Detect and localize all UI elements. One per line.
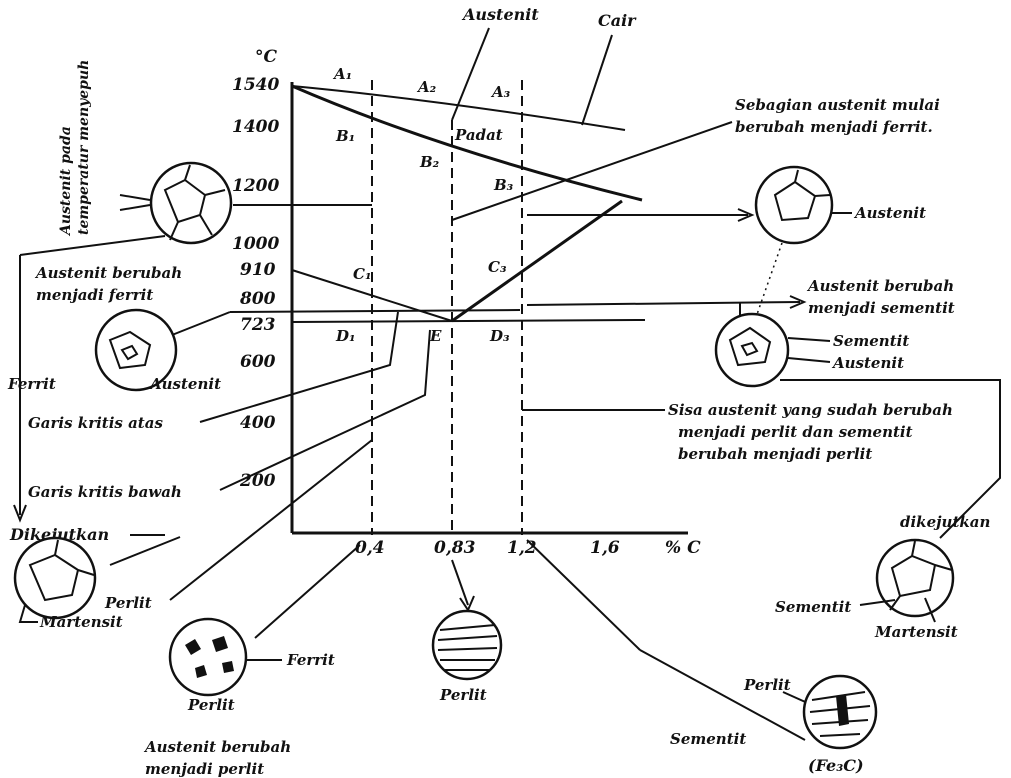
x-tick-0-83: 0,83: [434, 538, 476, 558]
label-sisa-2: menjadi perlit dan sementit: [678, 423, 913, 441]
y-tick-1000: 1000: [232, 234, 279, 254]
label-sisa-3: berubah menjadi perlit: [678, 445, 872, 463]
label-ferrit-b: Ferrit: [286, 651, 335, 669]
austenit-pada-label-group: Austenit pada temperatur menyepuh: [58, 60, 92, 237]
x-tick-1-6: 1,6: [590, 538, 620, 558]
label-martensit-right: Martensit: [874, 623, 958, 641]
label-cair: Cair: [598, 11, 637, 30]
y-tick-1200: 1200: [232, 176, 279, 196]
label-ab-perlit-1: Austenit berubah: [143, 738, 291, 756]
label-austenit-right: Austenit: [853, 204, 926, 222]
point-e: E: [429, 327, 442, 345]
y-tick-1540: 1540: [232, 75, 279, 95]
pointer-down-left-a: [20, 236, 165, 255]
y-tick-600: 600: [240, 352, 276, 372]
label-garis-bawah: Garis kritis bawah: [28, 483, 182, 501]
micro-martensit-right: [877, 540, 953, 616]
acm-line: [452, 201, 622, 321]
label-sementit-d: Sementit: [670, 730, 746, 748]
point-a1: A₁: [332, 65, 352, 83]
pointer-sementit-r: [788, 338, 830, 341]
y-tick-800: 800: [239, 289, 276, 309]
label-austenit-left: Austenit: [148, 375, 221, 393]
pointer-sementit-d-a: [527, 540, 640, 650]
micro-austenit-right: [756, 167, 832, 243]
point-d1: D₁: [335, 327, 356, 345]
point-b2: B₂: [419, 153, 440, 171]
label-ferrit-left: Ferrit: [7, 375, 56, 393]
point-a3: A₃: [490, 83, 511, 101]
pointer-perlit-a: [170, 440, 372, 600]
point-b1: B₁: [335, 127, 355, 145]
label-martensit-left: Martensit: [39, 613, 123, 631]
label-perlit-b: Perlit: [187, 696, 235, 714]
a1-line: [292, 320, 645, 322]
brace-left: [120, 195, 150, 210]
x-unit-label: % C: [665, 538, 701, 558]
label-austenit-pada-1: Austenit pada: [58, 126, 74, 237]
y-tick-723: 723: [240, 315, 276, 335]
point-a2: A₂: [416, 78, 437, 96]
micro-austenit-left: [151, 163, 231, 243]
label-sementit-mart: Sementit: [775, 598, 851, 616]
label-sementit-r: Sementit: [833, 332, 909, 350]
pointer-cair: [582, 35, 612, 125]
label-dikejutkan-right: dikejutkan: [900, 513, 990, 531]
label-ab-ferrit-1: Austenit berubah: [34, 264, 182, 282]
y-unit-label: °C: [255, 47, 278, 67]
label-garis-atas: Garis kritis atas: [28, 414, 163, 432]
label-austenit-pada-2: temperatur menyepuh: [76, 60, 92, 235]
point-b3: B₃: [493, 176, 514, 194]
label-perlit-a: Perlit: [104, 594, 152, 612]
x-tick-1-2: 1,2: [507, 538, 537, 558]
y-tick-1400: 1400: [232, 117, 279, 137]
pointer-austenit-r2: [788, 358, 830, 362]
label-ab-perlit-2: menjadi perlit: [145, 760, 264, 778]
micro-perlit-center: [433, 611, 501, 679]
ferrit-pointer-line: [230, 310, 520, 312]
label-sisa-1: Sisa austenit yang sudah berubah: [668, 401, 953, 419]
x-tick-0-4: 0,4: [355, 538, 385, 558]
label-perlit-c: Perlit: [439, 686, 487, 704]
y-tick-400: 400: [240, 413, 276, 433]
pointer-dikejutkan-left-b: [110, 537, 180, 565]
label-austenit-r2: Austenit: [831, 354, 904, 372]
pointer-sementit-d-b: [640, 650, 805, 740]
y-tick-200: 200: [239, 471, 276, 491]
label-ab-sementit-1: Austenit berubah: [806, 277, 954, 295]
y-tick-910: 910: [240, 260, 276, 280]
point-c1: C₁: [353, 265, 372, 283]
micro-sementit-austenit: [716, 314, 788, 386]
point-c3: C₃: [488, 258, 507, 276]
label-sebagian-1: Sebagian austenit mulai: [735, 96, 940, 114]
label-ab-ferrit-2: menjadi ferrit: [36, 286, 153, 304]
pointer-ab-sementit: [527, 302, 800, 305]
label-padat: Padat: [454, 126, 503, 144]
pointer-garis-atas: [200, 312, 398, 422]
pointer-ferrit-perlit: [255, 545, 360, 638]
label-austenit-top: Austenit: [461, 5, 539, 24]
label-sebagian-2: berubah menjadi ferrit.: [735, 118, 933, 136]
micro-ferrit-perlit: [170, 619, 246, 695]
dotted-link: [755, 243, 782, 320]
label-fe3c: (Fe₃C): [808, 756, 864, 775]
pointer-ferrit-austenit: [172, 312, 230, 335]
label-ab-sementit-2: menjadi sementit: [808, 299, 955, 317]
point-d3: D₃: [489, 327, 510, 345]
